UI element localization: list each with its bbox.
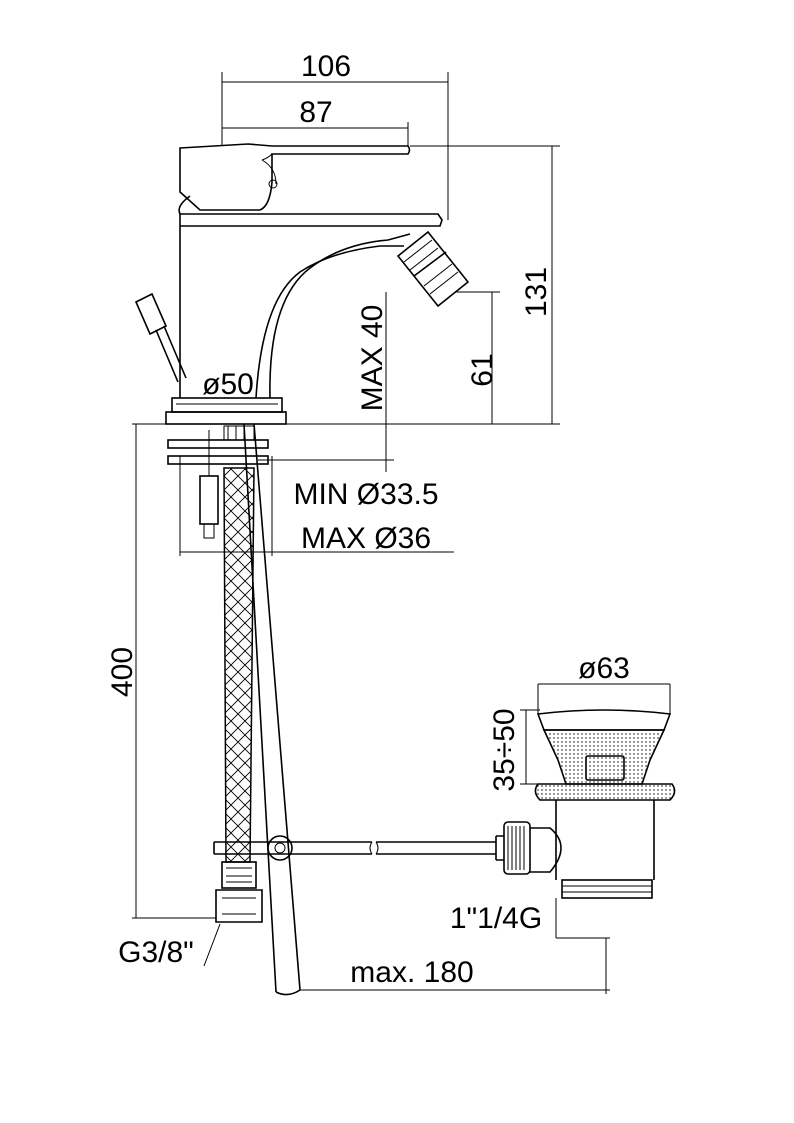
label-hole-max: MAX Ø36 (301, 522, 431, 555)
label-max-deck: MAX 40 (356, 305, 389, 412)
popup-knob (134, 292, 187, 383)
braided-hose (215, 467, 263, 923)
dimension-lines (132, 72, 671, 994)
label-spout-height: 61 (466, 353, 499, 386)
label-height-total: 131 (520, 267, 553, 317)
aerator (396, 230, 470, 308)
label-waste-height: 35÷50 (488, 708, 521, 791)
label-base-diameter: ø50 (202, 368, 254, 401)
pop-up-waste (495, 709, 676, 899)
label-spout-reach: 87 (299, 96, 332, 129)
hose-nut (221, 861, 257, 889)
waste-side-nut (503, 821, 531, 875)
lever-handle (179, 143, 411, 211)
label-waste-diameter: ø63 (578, 652, 630, 685)
label-connection: G3/8" (118, 936, 194, 969)
label-hose-length: 400 (106, 647, 139, 697)
popup-rod (213, 423, 496, 996)
dimension-labels: 106 87 131 61 MAX 40 ø50 MIN Ø33.5 MAX Ø… (106, 50, 630, 989)
label-hole-min: MIN Ø33.5 (293, 478, 438, 511)
label-rod-max: max. 180 (350, 956, 473, 989)
label-waste-thread: 1"1/4G (450, 902, 542, 935)
spout (179, 214, 404, 399)
spout-plate (180, 213, 443, 227)
rod-clamp (267, 835, 293, 861)
mixer-body (134, 143, 470, 425)
label-width-total: 106 (301, 50, 351, 83)
